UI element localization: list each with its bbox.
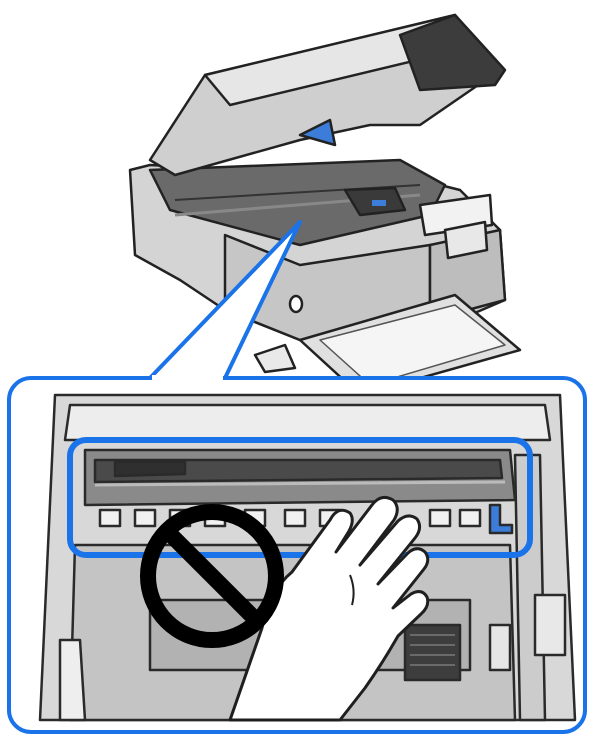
ink-pad xyxy=(405,625,460,680)
zoom-callout xyxy=(9,378,585,732)
